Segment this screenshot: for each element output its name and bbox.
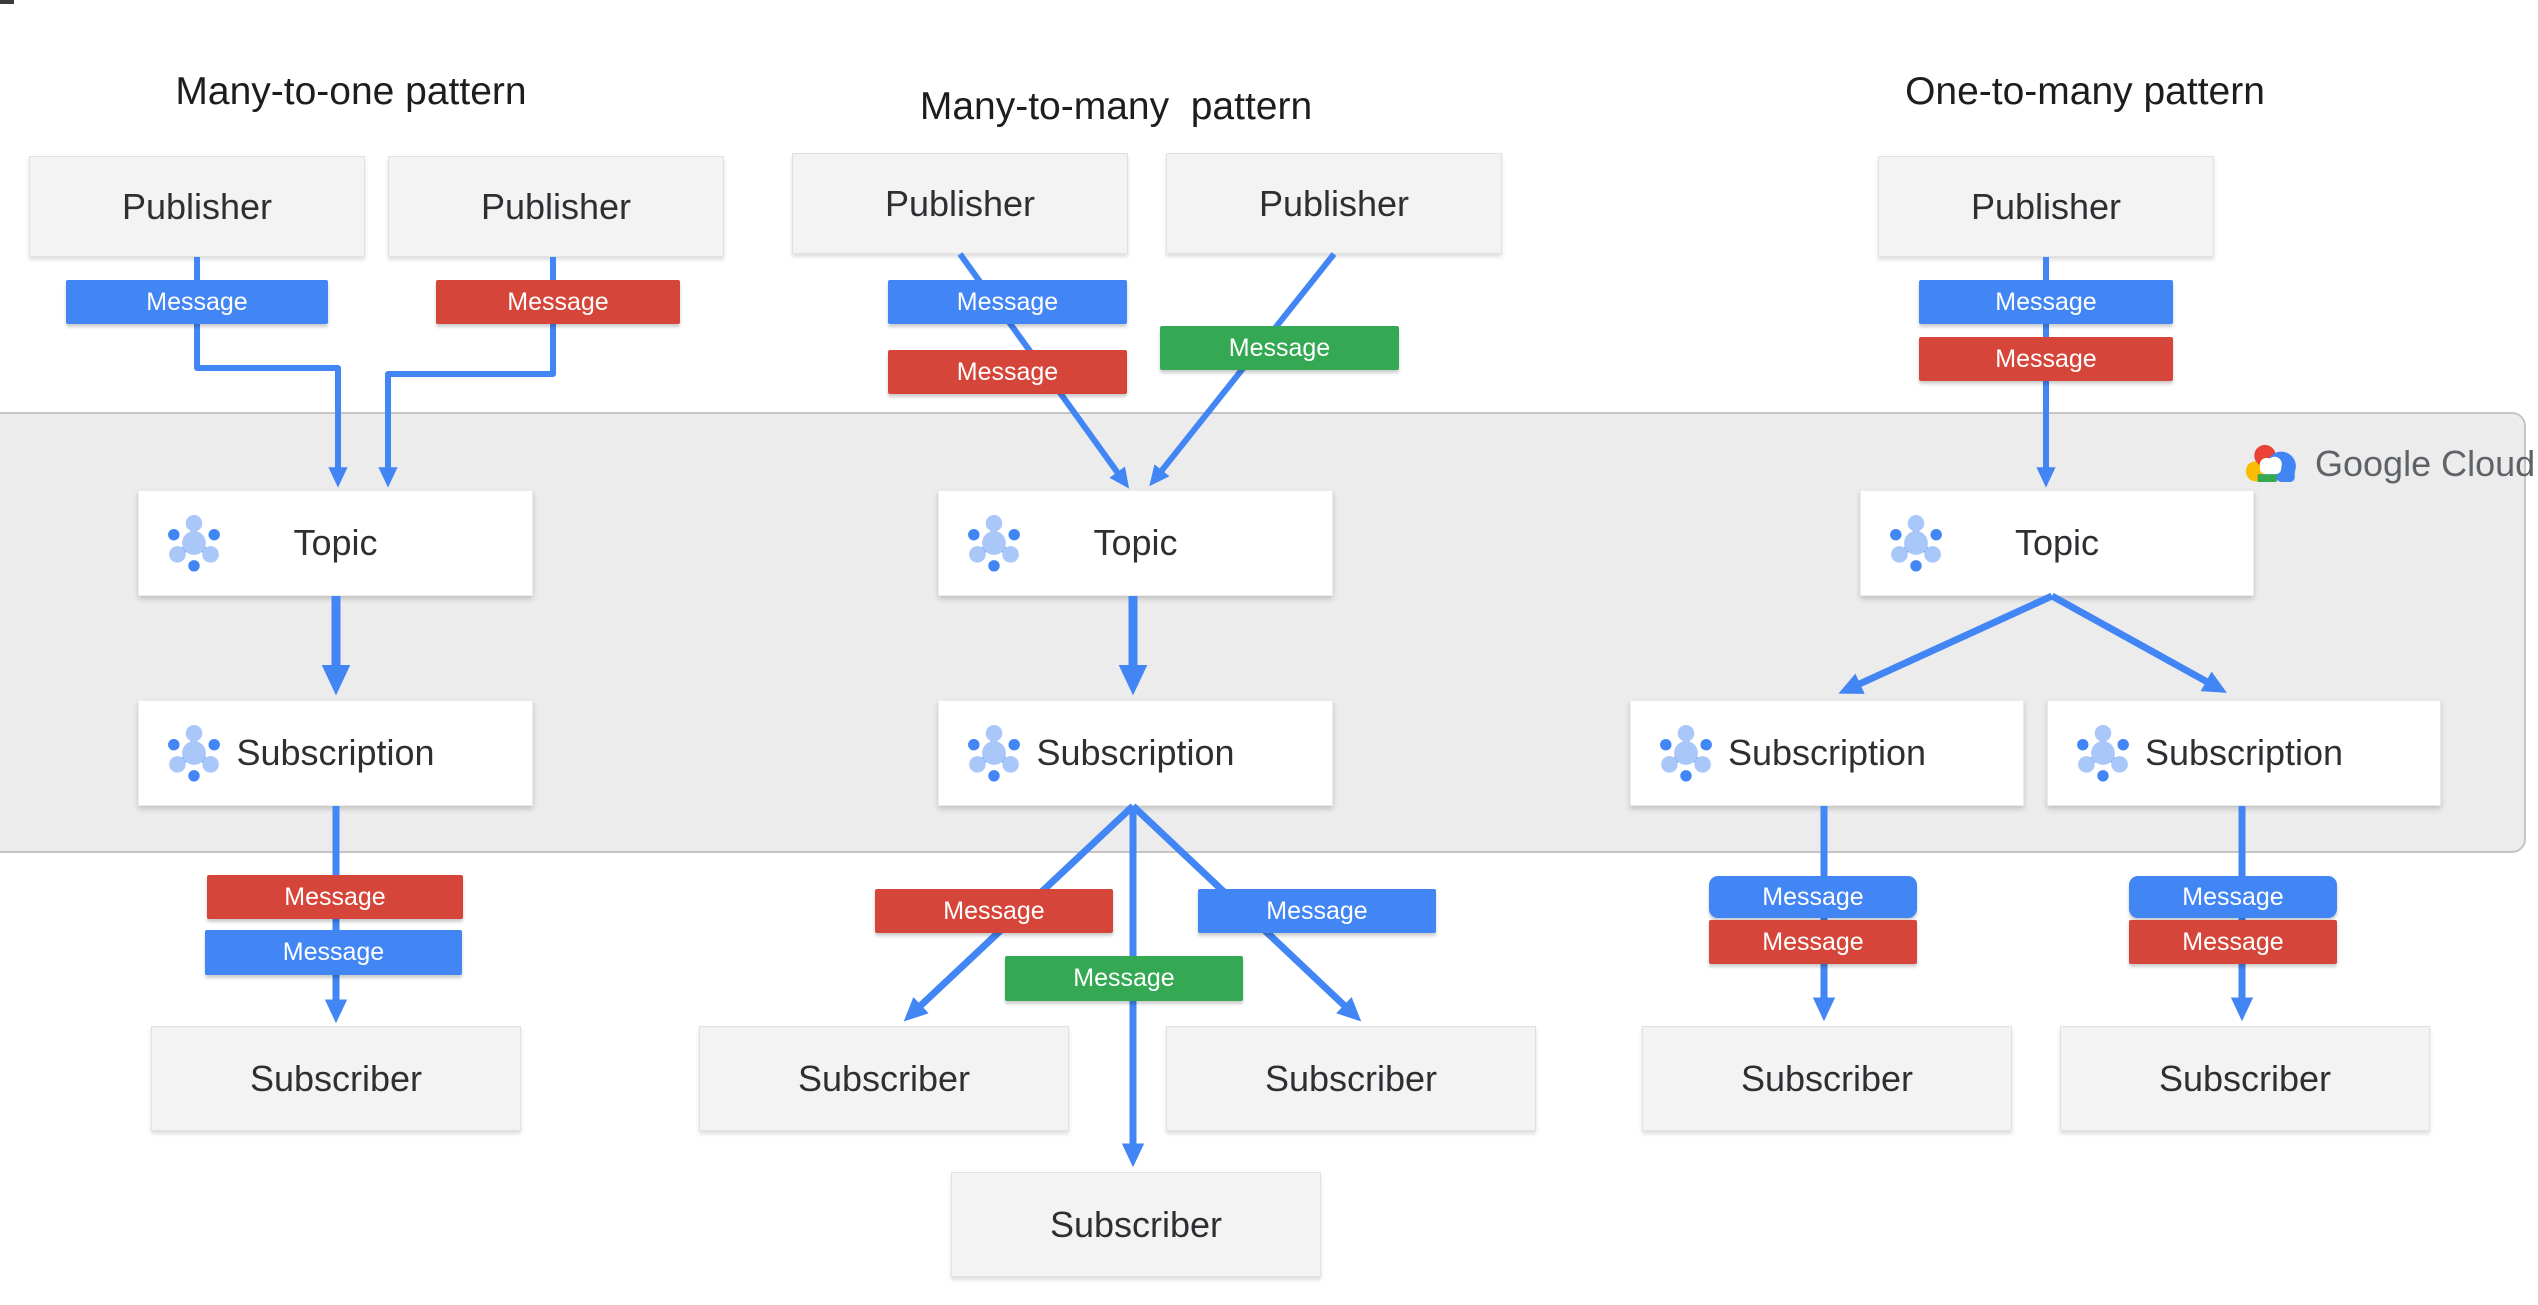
subscriber-node: Subscriber: [951, 1172, 1321, 1277]
subscriber-label: Subscriber: [249, 1057, 423, 1099]
pubsub-subscription-icon: [2074, 724, 2132, 782]
pubsub-topic-icon: [965, 514, 1023, 572]
message-badge-red: Message: [2129, 920, 2337, 964]
publisher-node: Publisher: [792, 153, 1128, 254]
message-badge-green: Message: [1005, 956, 1243, 1001]
subscription-node: Subscription: [1630, 700, 2024, 806]
publisher-node: Publisher: [1166, 153, 1502, 254]
topic-label: Topic: [2014, 522, 2100, 563]
topic-label: Topic: [293, 522, 378, 563]
topic-node: Topic: [1860, 490, 2254, 596]
message-badge-blue: Message: [1919, 280, 2173, 324]
publisher-node: Publisher: [388, 156, 724, 257]
subscription-node: Subscription: [138, 700, 533, 806]
google-cloud-icon: [2245, 444, 2296, 482]
publisher-node: Publisher: [1878, 156, 2214, 257]
pubsub-subscription-icon: [965, 724, 1023, 782]
subscriber-label: Subscriber: [1740, 1057, 1914, 1099]
message-badge-blue: Message: [2129, 876, 2337, 918]
subscription-label: Subscription: [1036, 732, 1235, 773]
subscriber-label: Subscriber: [1264, 1057, 1438, 1099]
publisher-label: Publisher: [1970, 185, 2122, 227]
message-badge-blue: Message: [888, 280, 1127, 324]
message-badge-blue: Message: [205, 930, 462, 975]
google-cloud-wordmark: Google Cloud: [2315, 443, 2536, 484]
publisher-label: Publisher: [1258, 182, 1410, 224]
message-badge-red: Message: [436, 280, 680, 324]
message-badge-blue: Message: [1198, 889, 1436, 933]
topic-label: Topic: [1093, 522, 1178, 563]
publisher-label: Publisher: [884, 182, 1036, 224]
message-badge-red: Message: [888, 350, 1127, 394]
subscription-label: Subscription: [1727, 732, 1927, 773]
subscriber-label: Subscriber: [2158, 1057, 2332, 1099]
publisher-label: Publisher: [121, 185, 273, 227]
message-badge-blue: Message: [66, 280, 328, 324]
pubsub-subscription-icon: [1657, 724, 1715, 782]
subscription-label: Subscription: [2144, 732, 2344, 773]
message-badge-red: Message: [875, 889, 1113, 933]
pubsub-subscription-icon: [165, 724, 223, 782]
subscription-node: Subscription: [2047, 700, 2441, 806]
message-badge-red: Message: [1919, 337, 2173, 381]
screenshot-edge-artifact: [0, 0, 14, 4]
topic-node: Topic: [138, 490, 533, 596]
column-title: Many-to-one pattern: [175, 70, 527, 113]
pubsub-topic-icon: [1887, 514, 1945, 572]
google-cloud-logo: Google Cloud: [2243, 438, 2535, 490]
subscriber-node: Subscriber: [151, 1026, 521, 1131]
message-badge-blue: Message: [1709, 876, 1917, 918]
topic-node: Topic: [938, 490, 1333, 596]
subscription-node: Subscription: [938, 700, 1333, 806]
subscription-label: Subscription: [236, 732, 435, 773]
column-title: Many-to-many pattern: [919, 85, 1313, 128]
subscriber-label: Subscriber: [1049, 1203, 1223, 1245]
subscriber-label: Subscriber: [797, 1057, 971, 1099]
subscriber-node: Subscriber: [1642, 1026, 2012, 1131]
pubsub-topic-icon: [165, 514, 223, 572]
publisher-node: Publisher: [29, 156, 365, 257]
publisher-label: Publisher: [480, 185, 632, 227]
message-badge-green: Message: [1160, 326, 1399, 370]
subscriber-node: Subscriber: [2060, 1026, 2430, 1131]
message-badge-red: Message: [1709, 920, 1917, 964]
subscriber-node: Subscriber: [699, 1026, 1069, 1131]
message-badge-red: Message: [207, 875, 463, 919]
column-title: One-to-many pattern: [1905, 70, 2265, 113]
subscriber-node: Subscriber: [1166, 1026, 1536, 1131]
